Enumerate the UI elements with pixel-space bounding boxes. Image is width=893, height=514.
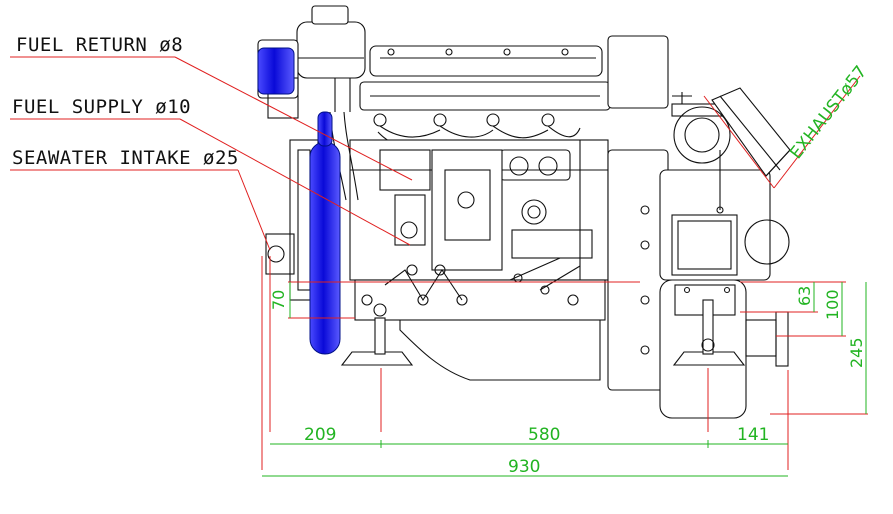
dim-outlet-height: 100 <box>823 289 842 320</box>
dim-mount-spacing: 580 <box>528 425 560 445</box>
fuel-return-label: FUEL RETURN ø8 <box>16 34 183 56</box>
exhaust-label: EXHAUSTø57 <box>786 62 871 163</box>
dim-total-height: 245 <box>847 337 866 368</box>
dim-rear-overhang: 141 <box>737 425 769 445</box>
seawater-intake-label: SEAWATER INTAKE ø25 <box>12 147 239 169</box>
engine-outline <box>257 5 791 419</box>
dim-overall-length: 930 <box>508 457 540 477</box>
leader-lines <box>10 56 868 470</box>
dim-seawater-height: 70 <box>269 290 288 310</box>
dimension-lines <box>262 282 867 477</box>
cooler-pipe <box>257 47 341 355</box>
dim-front-to-mount: 209 <box>304 425 336 445</box>
dim-exhaust-flange-height: 63 <box>795 286 814 306</box>
fuel-supply-label: FUEL SUPPLY ø10 <box>12 96 191 118</box>
